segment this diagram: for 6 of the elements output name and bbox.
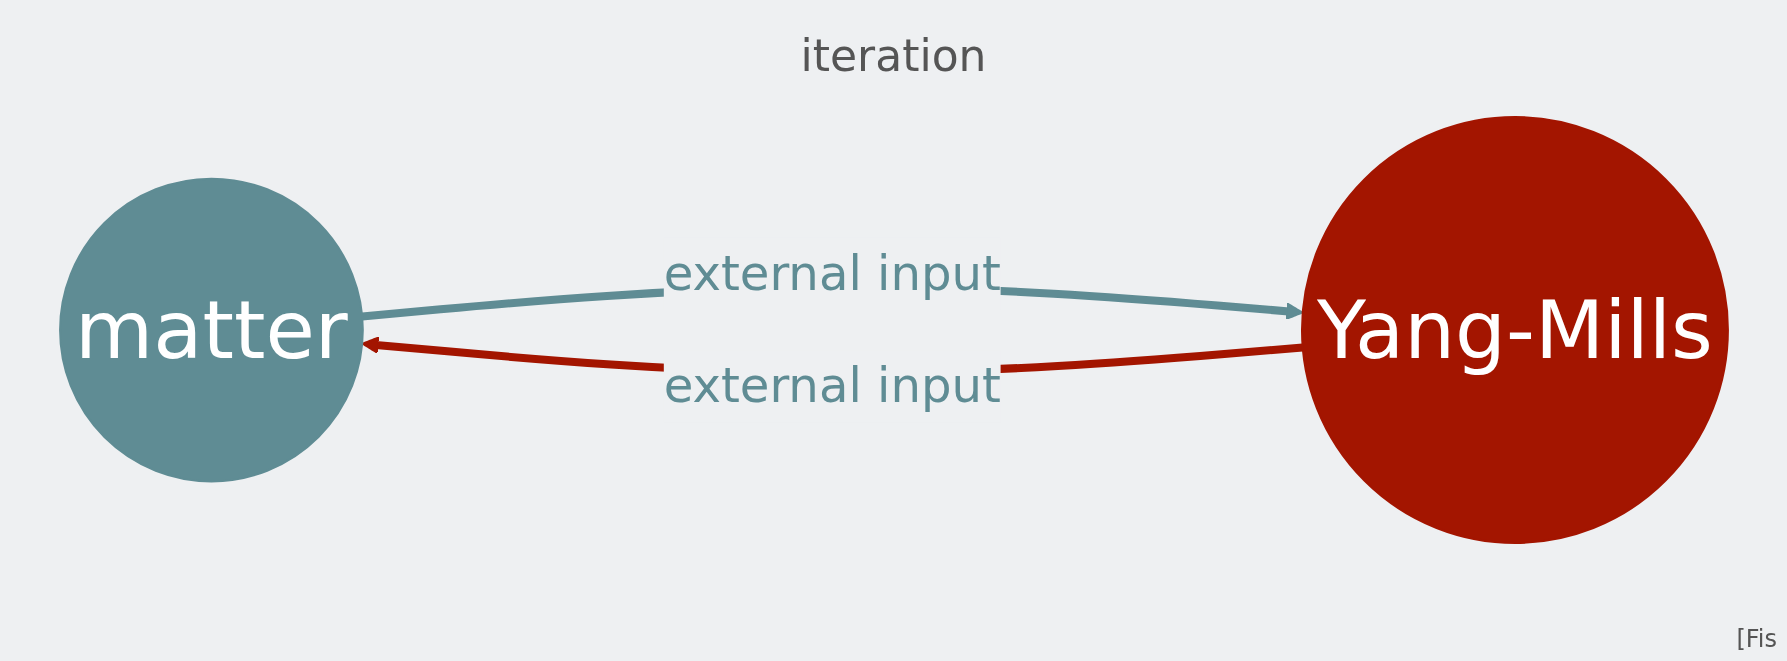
- citation-text: [Fis: [1736, 625, 1777, 653]
- node-circle: matter: [58, 178, 364, 483]
- edge-label: external input: [663, 246, 1001, 303]
- center-label: iteration: [800, 30, 987, 81]
- node-circle: Yang-Mills: [1300, 116, 1729, 545]
- edge-label: external input: [663, 358, 1001, 415]
